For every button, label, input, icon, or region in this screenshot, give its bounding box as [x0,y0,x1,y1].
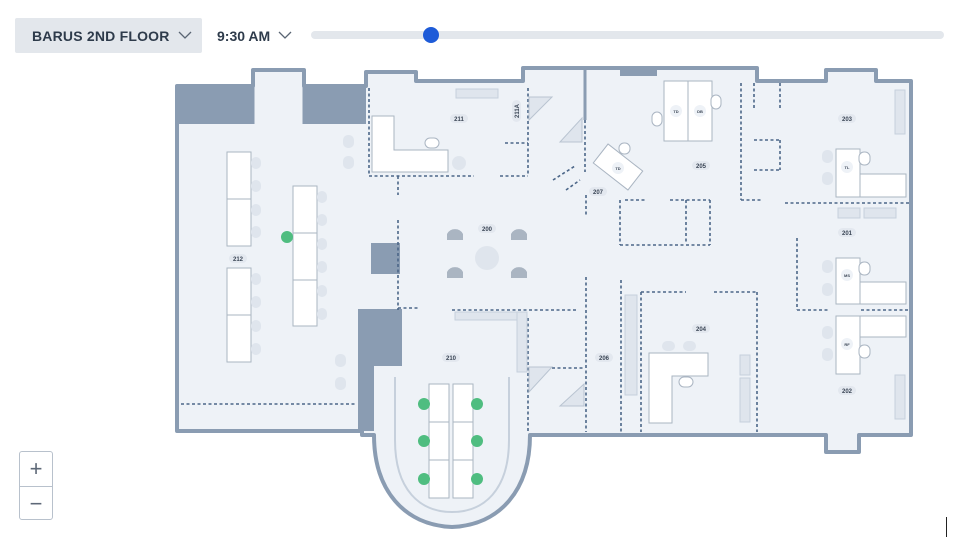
room-label-205: 205 [696,164,707,170]
room-label-211: 211 [454,117,464,123]
zoom-control: + − [19,451,53,520]
available-desk-dot[interactable] [418,473,430,485]
structural-block [358,309,402,366]
svg-text:TD: TD [615,166,620,171]
desk-group-right [835,148,907,375]
chair [662,341,675,351]
chair [678,376,694,388]
room-label-207: 207 [593,190,604,196]
svg-text:TD: TD [673,109,678,114]
wall-panels [454,88,906,423]
desk-group-212 [226,151,318,363]
interior-walls [251,70,587,124]
desk-204 [648,352,709,424]
room-label-206: 206 [599,356,610,362]
available-desk-dot[interactable] [418,435,430,447]
chair [683,341,696,351]
meeting-cluster-200 [447,229,527,278]
chevron-down-icon [278,26,292,44]
floor-selector[interactable]: BARUS 2ND FLOOR [15,18,202,53]
room-label-210: 210 [446,356,457,362]
chairs-212 [251,135,354,390]
available-desk-dot[interactable] [471,435,483,447]
dashed-partitions [181,83,909,432]
structural-block [620,68,657,76]
desk-211 [371,115,449,173]
room-label-204: 204 [696,327,707,333]
time-selector[interactable]: 9:30 AM [217,18,292,53]
svg-text:MS: MS [844,273,850,278]
room-label-212: 212 [233,257,244,263]
zoom-out-button[interactable]: − [20,486,52,521]
available-desk-markers[interactable] [281,231,483,485]
available-desk-dot[interactable] [281,231,293,243]
structural-block [371,243,400,274]
desk-tags-205: TD DB TD [612,105,706,174]
time-selector-label: 9:30 AM [217,27,271,44]
room-label-201: 201 [842,231,853,237]
svg-text:DB: DB [697,109,703,114]
plant [452,156,466,170]
available-desk-dot[interactable] [418,398,430,410]
shafts [528,96,585,407]
structural-block [304,86,366,124]
room-label-200: 200 [482,227,493,233]
svg-text:TL: TL [845,165,850,170]
available-desk-dot[interactable] [471,398,483,410]
room-label-211A: 211A [515,103,521,118]
time-slider-track[interactable] [311,31,944,39]
room-label-202: 202 [842,389,853,395]
available-desk-dot[interactable] [471,473,483,485]
floor-selector-label: BARUS 2ND FLOOR [32,27,170,44]
zoom-in-button[interactable]: + [29,456,43,481]
rotunda-inner-wall [394,377,510,514]
desk-tags-right: TL MS RF [841,161,853,350]
chair [424,137,440,149]
text-cursor [946,517,947,537]
structural-block [177,86,253,124]
svg-text:RF: RF [844,342,850,347]
chevron-down-icon [178,26,192,44]
structural-block [358,366,374,431]
room-labels: 211 211A 212 200 210 207 205 203 201 204… [229,100,856,395]
room-label-203: 203 [842,117,853,123]
chairs-right [822,150,833,361]
floor-outline [175,66,913,529]
time-slider-thumb[interactable] [423,27,440,43]
